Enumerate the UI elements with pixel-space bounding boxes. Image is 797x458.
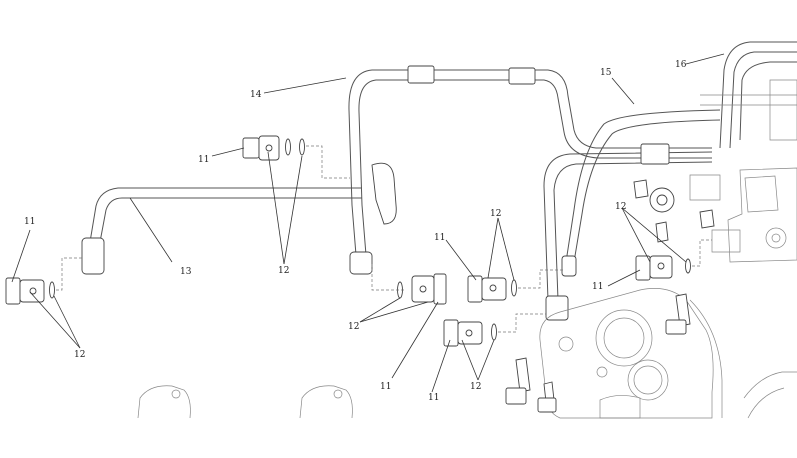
fuel-pipe-16: [719, 41, 797, 149]
banjo-bolt-mid-low: [443, 319, 497, 347]
fuel-pipe-14: [348, 65, 712, 275]
sealing-washer: [685, 258, 691, 274]
label-12-center: 12: [278, 266, 289, 276]
pipe-elbow-fitting: [371, 162, 397, 225]
pipe-clamp: [508, 67, 536, 85]
banjo-bolt-mid: [467, 275, 517, 303]
banjo-bolt-center: [397, 273, 447, 305]
label-15: 15: [600, 68, 612, 78]
label-12-mid-left: 12: [348, 322, 359, 332]
rocker-brackets: [137, 385, 353, 419]
bolt-head: [537, 397, 557, 413]
label-16: 16: [675, 60, 687, 70]
pipe-clamp: [407, 65, 435, 84]
sealing-washer: [491, 323, 497, 341]
label-12-left: 12: [74, 350, 85, 360]
fuel-pipe-13: [81, 187, 362, 275]
sealing-washer: [511, 279, 517, 297]
label-11-mid-low: 11: [428, 393, 439, 403]
bolt: [699, 209, 715, 229]
label-12-right: 12: [615, 202, 626, 212]
pipe-clamp: [640, 143, 670, 165]
pipe-end-fitting: [81, 237, 105, 275]
label-11-top: 11: [198, 155, 209, 165]
banjo-bolt-right: [635, 255, 691, 281]
leader-lines: [11, 53, 725, 393]
pipe-end-fitting: [545, 295, 569, 321]
pipe-end-fitting: [561, 255, 577, 277]
banjo-bolt-left: [5, 277, 55, 305]
bolt: [675, 293, 691, 327]
mounting-bolts: [505, 179, 691, 413]
sealing-washer: [299, 138, 305, 156]
pipe-end-fitting: [349, 251, 373, 275]
assembly-lines: [56, 145, 712, 333]
fuel-pipe-15: [543, 109, 721, 321]
bolt: [515, 357, 531, 393]
label-11-mid: 11: [434, 233, 445, 243]
bolt: [633, 179, 649, 199]
bolt-head: [665, 319, 687, 335]
sealing-washer: [49, 281, 55, 299]
bolt-head: [505, 387, 527, 405]
label-13: 13: [180, 267, 192, 277]
pump-assembly: [689, 79, 797, 263]
bolt: [655, 221, 669, 243]
banjo-bolt-top: [242, 135, 305, 161]
label-12-mid-low: 12: [470, 382, 481, 392]
sealing-washer: [285, 138, 291, 156]
label-11-center-low: 11: [380, 382, 391, 392]
label-14: 14: [250, 90, 262, 100]
label-12-center-top: 12: [490, 209, 501, 219]
label-11-left: 11: [24, 217, 35, 227]
label-11-right: 11: [592, 282, 603, 292]
engine-plate: [539, 288, 797, 419]
callout-labels: 11 11 11 11 11 11 12 12 12 12 12 12 13 1…: [24, 60, 687, 403]
